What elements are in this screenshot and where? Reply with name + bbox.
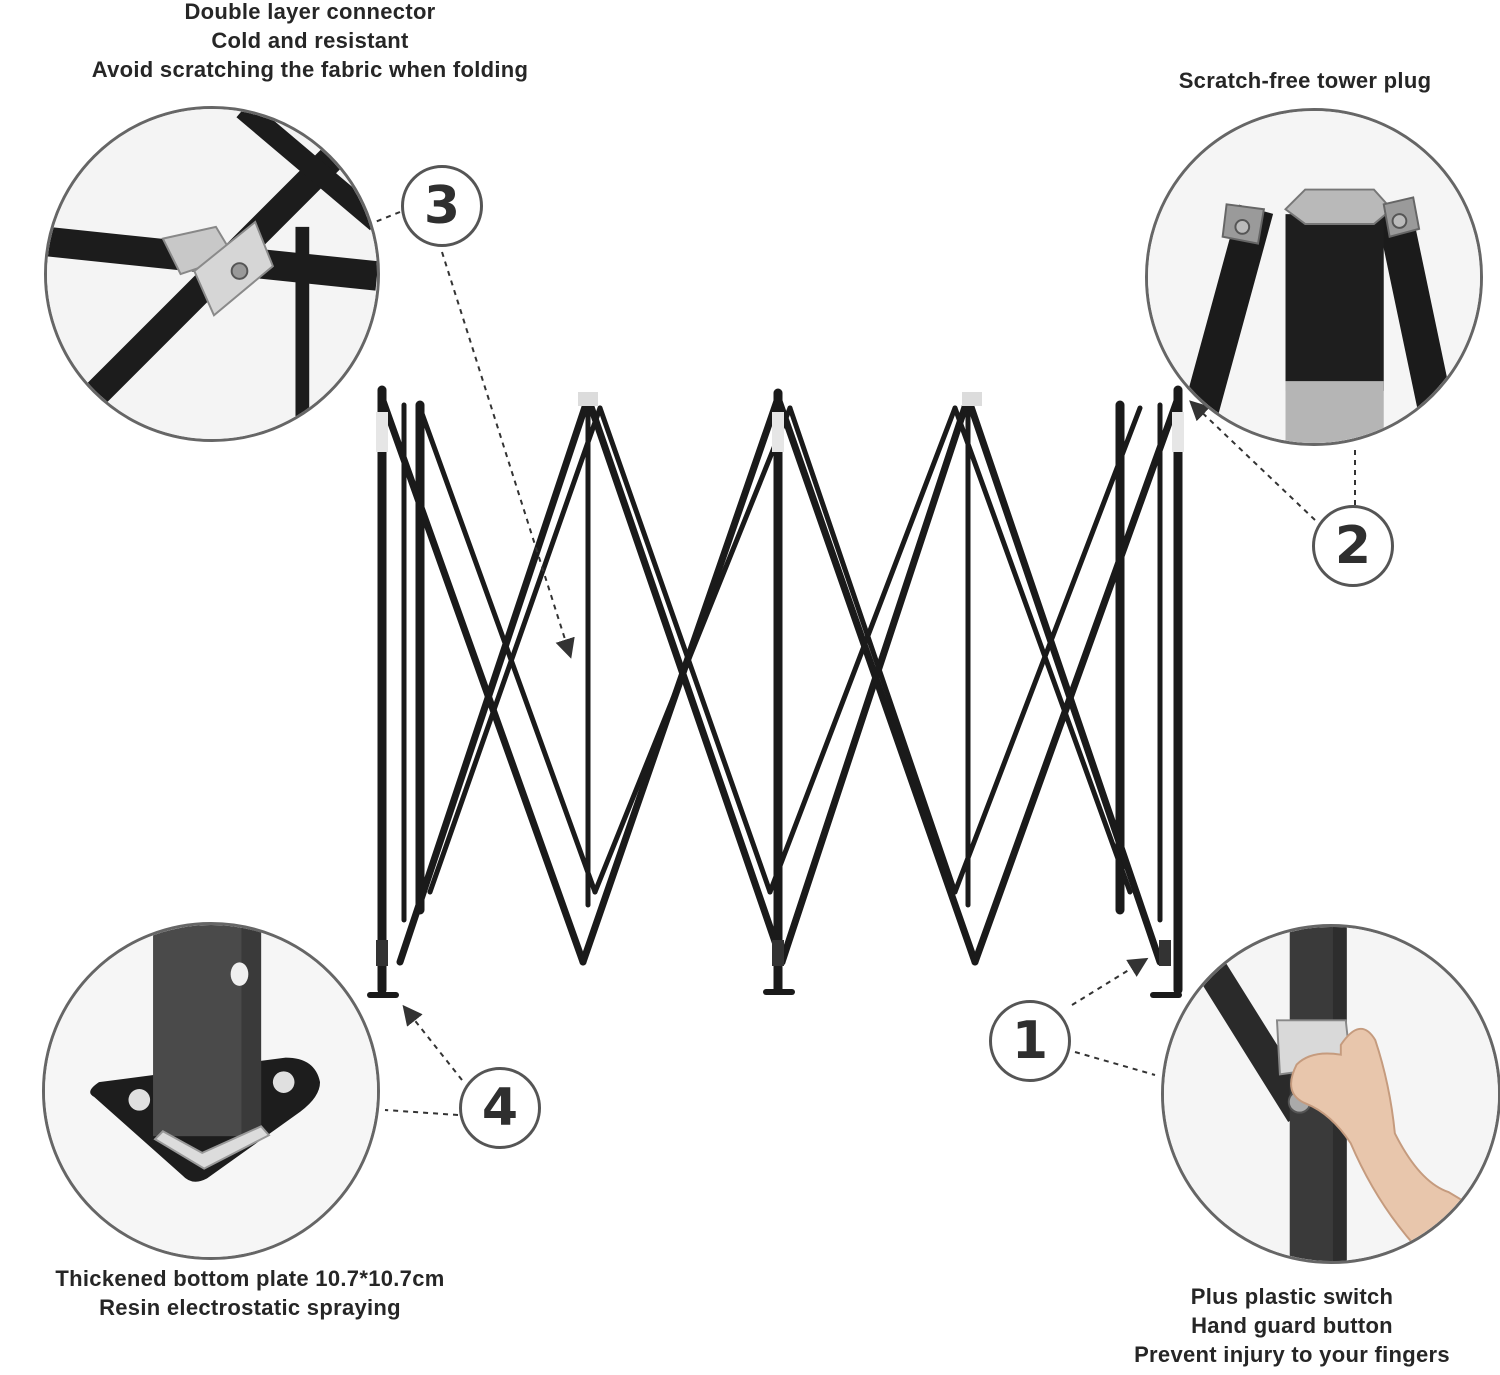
foot-sleeve-1	[772, 940, 784, 966]
caption-3-line-1: Double layer connector	[184, 0, 436, 24]
caption-2-line-1: Scratch-free tower plug	[1178, 68, 1432, 93]
scissor-d-3	[952, 405, 1143, 895]
caption-1: Plus plastic switch Hand guard button Pr…	[1110, 1282, 1474, 1369]
badge-3: 3	[401, 165, 483, 247]
caption-4: Thickened bottom plate 10.7*10.7cm Resin…	[20, 1264, 480, 1322]
scissor-d-1	[592, 405, 793, 895]
scissor-c-3	[952, 405, 1133, 895]
scissor-b-0	[396, 394, 592, 966]
scissor-a-0	[378, 394, 587, 966]
foot-sleeve-2	[1159, 940, 1171, 966]
scissor-c-2	[787, 405, 958, 895]
detail-foot-plate	[42, 922, 380, 1260]
scissor-d-2	[767, 405, 958, 895]
scissor-d-0	[427, 405, 603, 895]
hand-press-button-icon	[1164, 927, 1498, 1261]
foot-plate-icon	[45, 925, 377, 1257]
detail-tower-plug	[1145, 108, 1483, 446]
caption-3: Double layer connector Cold and resistan…	[60, 0, 560, 84]
caption-4-line-1: Thickened bottom plate 10.7*10.7cm	[55, 1266, 445, 1291]
scissor-b-3	[971, 394, 1182, 966]
caption-2: Scratch-free tower plug	[1150, 66, 1460, 95]
scissor-c-1	[597, 405, 773, 895]
scissor-a-1	[584, 394, 786, 966]
caption-1-line-3: Prevent injury to your fingers	[1134, 1342, 1450, 1367]
caption-1-line-1: Plus plastic switch	[1190, 1284, 1394, 1309]
connector-0	[578, 392, 598, 406]
scissor-b-2	[778, 394, 972, 966]
tower-plug-2	[1172, 412, 1184, 452]
tower-plug-icon	[1148, 111, 1480, 443]
connector-1	[962, 392, 982, 406]
scissor-a-3	[964, 394, 1164, 966]
badge-4: 4	[459, 1067, 541, 1149]
detail-hand-guard	[1161, 924, 1500, 1264]
caption-3-line-3: Avoid scratching the fabric when folding	[91, 57, 529, 82]
tower-plug-1	[772, 412, 784, 452]
foot-sleeve-0	[376, 940, 388, 966]
connector-icon	[47, 109, 377, 439]
caption-4-line-2: Resin electrostatic spraying	[99, 1295, 401, 1320]
caption-1-line-2: Hand guard button	[1191, 1313, 1393, 1338]
badge-2: 2	[1312, 505, 1394, 587]
tower-plug-0	[376, 412, 388, 452]
detail-connector	[44, 106, 380, 442]
caption-3-line-2: Cold and resistant	[211, 28, 409, 53]
badge-1: 1	[989, 1000, 1071, 1082]
